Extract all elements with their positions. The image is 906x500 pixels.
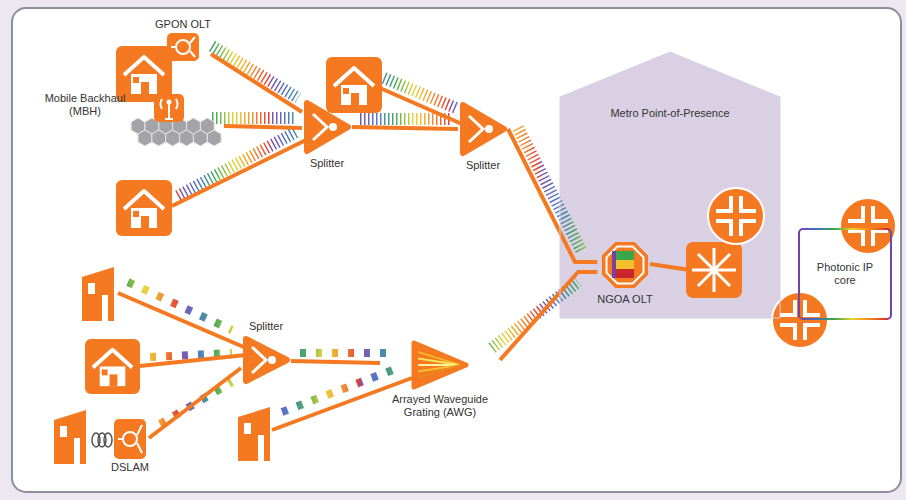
metro-pop-region: Metro Point-of-PresenceNGOA OLT — [560, 52, 780, 318]
ngoa-olt: NGOA OLT — [597, 238, 652, 306]
photonic-core: Photonic IP core — [798, 228, 892, 320]
node-label: Metro Point-of-Presence — [610, 107, 729, 120]
device-icon — [302, 98, 352, 156]
node-label: Splitter — [310, 157, 344, 170]
fiber-link — [352, 127, 458, 129]
node-outline — [560, 52, 780, 318]
dslam-device: DSLAM — [111, 418, 149, 474]
splitter-node: Splitter — [302, 98, 352, 170]
device-icon — [241, 334, 291, 386]
device-icon — [410, 338, 470, 392]
fiber-link — [211, 54, 302, 112]
device-icon — [598, 238, 652, 292]
node-label: DSLAM — [111, 461, 149, 474]
olt-device: GPON OLT — [155, 18, 211, 62]
node-label: Splitter — [466, 159, 500, 172]
node-label: GPON OLT — [155, 18, 211, 31]
node-label: Photonic IP core — [816, 261, 874, 287]
device-icon — [166, 32, 200, 62]
node-label: Mobile Backhaul (MBH) — [40, 92, 130, 118]
splitter-node: Splitter — [458, 100, 508, 172]
fiber-link — [500, 272, 597, 360]
node-label: Splitter — [249, 320, 283, 333]
device-icon — [113, 418, 147, 460]
node-label: NGOA OLT — [597, 293, 652, 306]
fiber-link — [508, 129, 597, 262]
fiber-link — [291, 361, 380, 363]
fiber-link — [224, 126, 302, 128]
mobile-backhaul: Mobile Backhaul (MBH) — [40, 92, 224, 148]
splitter-node: Splitter — [241, 320, 291, 386]
node-label: Arrayed Waveguide Grating (AWG) — [380, 393, 500, 419]
device-icon — [458, 100, 508, 158]
awg-node: Arrayed Waveguide Grating (AWG) — [380, 338, 500, 419]
device-icon — [132, 92, 224, 148]
fiber-link — [149, 368, 241, 438]
